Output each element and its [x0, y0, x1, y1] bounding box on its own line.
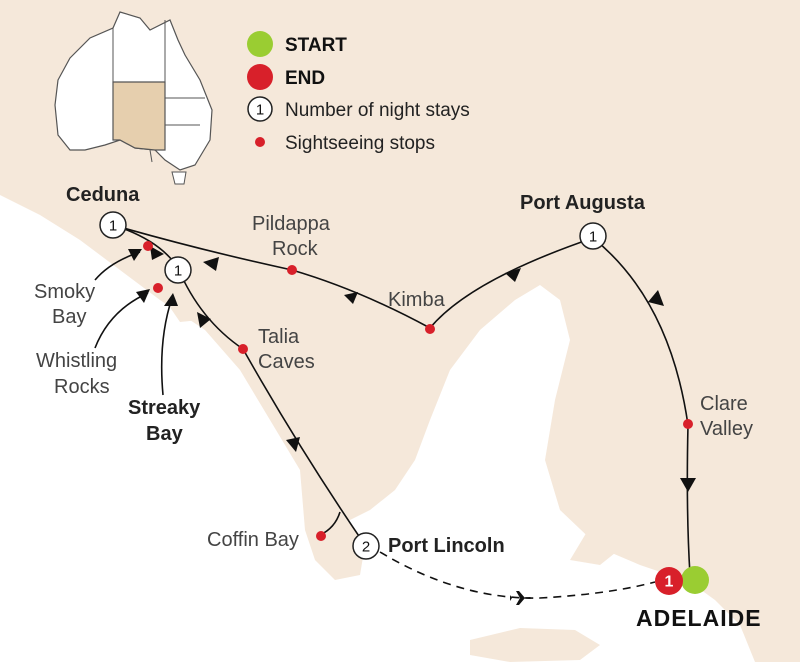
end-marker-icon: [655, 567, 683, 595]
stop-pildappa-rock: [287, 265, 297, 275]
label-pildappa-1: Pildappa: [252, 213, 331, 235]
label-streaky-1: Streaky: [128, 397, 201, 419]
stop-talia-caves: [238, 344, 248, 354]
south-australia-state: [112, 81, 166, 151]
tasmania: [171, 171, 187, 185]
route-kimba-pildappa: [291, 269, 431, 329]
yorke-peninsula: [570, 430, 648, 565]
stay-count: 2: [362, 539, 370, 556]
sightseeing-stop-icon: [255, 137, 265, 147]
stop-whistling-rocks: [153, 283, 163, 293]
label-port-lincoln: Port Lincoln: [388, 535, 505, 557]
airplane-icon: [510, 591, 532, 605]
route-pildappa-ceduna: [112, 224, 293, 271]
route-clare-augusta: [592, 237, 689, 426]
legend-stays-sample: 1: [256, 102, 264, 119]
stay-count: 1: [589, 229, 597, 246]
label-smoky-2: Bay: [52, 306, 86, 328]
stay-count: 1: [174, 263, 182, 280]
start-marker-icon: [681, 566, 709, 594]
state-borders: [112, 20, 205, 163]
kangaroo-island: [470, 628, 600, 662]
australia-inset: [54, 11, 213, 185]
end-marker-icon: [247, 64, 273, 90]
night-stay-icon: [247, 96, 273, 122]
label-ceduna: Ceduna: [66, 184, 140, 206]
arrow-icon: [680, 478, 696, 492]
arrow-icon: [505, 268, 521, 282]
stop-coffin-bay: [316, 531, 326, 541]
stop-smoky-bay: [143, 241, 153, 251]
stop-clare-valley: [683, 419, 693, 429]
direction-arrows: [150, 246, 696, 492]
arrow-icon: [286, 437, 300, 452]
stay-port-lincoln: 2: [352, 532, 380, 560]
stay-streaky-bay: 1: [164, 256, 192, 284]
arrow-icon: [344, 292, 358, 304]
legend-start-label: START: [285, 35, 347, 56]
label-coffin-bay: Coffin Bay: [207, 529, 299, 551]
legend-sightseeing-label: Sightseeing stops: [285, 133, 435, 154]
label-kimba: Kimba: [388, 289, 446, 311]
arrow-icon: [197, 312, 211, 328]
label-whistling-1: Whistling: [36, 350, 117, 372]
sightseeing-stops: [143, 241, 693, 541]
label-talia-2: Caves: [258, 351, 315, 373]
route-adelaide-clare: [686, 424, 691, 576]
pointer-heads: [128, 249, 178, 306]
stay-count: 1: [665, 574, 674, 591]
route-talia-lincoln: [242, 348, 366, 546]
route-augusta-kimba: [429, 237, 594, 329]
label-port-augusta: Port Augusta: [520, 192, 646, 214]
arrow-icon: [150, 246, 164, 260]
label-clare-1: Clare: [700, 393, 748, 415]
stay-count: 1: [109, 218, 117, 235]
route-flight: [379, 551, 656, 599]
label-clare-2: Valley: [700, 418, 753, 440]
legend-stays-label: Number of night stays: [285, 100, 470, 121]
stay-adelaide: 1: [655, 566, 709, 595]
legend-end-label: END: [285, 68, 325, 89]
label-talia-1: Talia: [258, 326, 300, 348]
arrow-icon: [128, 249, 142, 261]
label-pildappa-2: Rock: [272, 238, 319, 260]
stay-ceduna: 1: [99, 211, 127, 239]
label-smoky-1: Smoky: [34, 281, 95, 303]
arrow-icon: [136, 289, 150, 303]
arrow-icon: [648, 290, 664, 306]
label-streaky-2: Bay: [146, 423, 184, 445]
stop-kimba: [425, 324, 435, 334]
whistling-rocks-pointer: [94, 292, 149, 349]
start-marker-icon: [247, 31, 273, 57]
streaky-bay-pointer: [160, 297, 173, 396]
legend: START END 1 Number of night stays Sights…: [247, 31, 470, 154]
arrow-icon: [203, 257, 219, 271]
label-whistling-2: Rocks: [54, 376, 110, 398]
stay-port-augusta: 1: [579, 222, 607, 250]
label-adelaide: ADELAIDE: [636, 605, 762, 631]
arrow-icon: [164, 293, 178, 306]
